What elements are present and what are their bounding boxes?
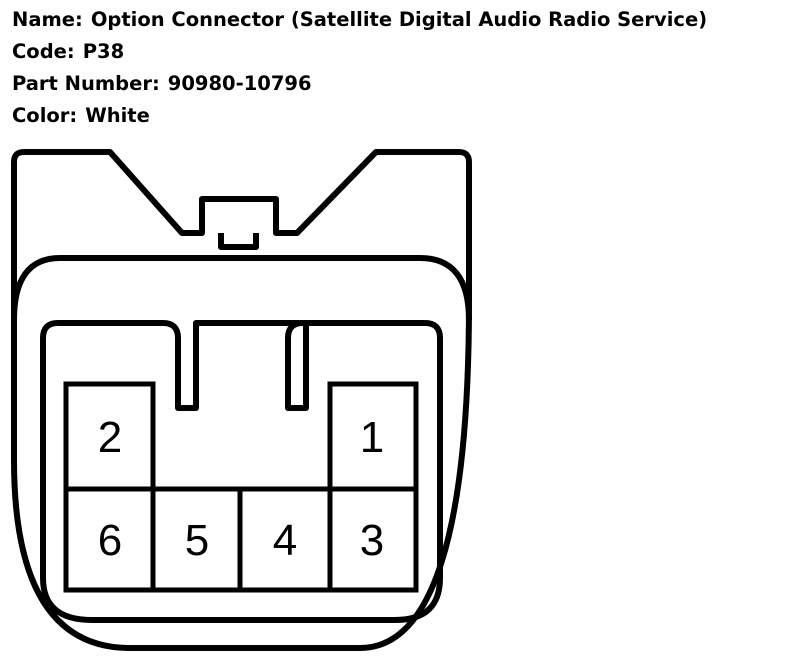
pin-number-5: 5 — [185, 516, 209, 565]
pin-number-3: 3 — [360, 516, 384, 565]
code-label: Code: — [12, 40, 75, 63]
code-line: Code: P38 — [12, 36, 792, 68]
color-value: White — [85, 104, 150, 127]
color-line: Color: White — [12, 100, 792, 132]
part-number-value: 90980-10796 — [167, 72, 312, 95]
inner-cavity-outline — [40, 320, 443, 623]
code-value: P38 — [82, 40, 125, 63]
pin-number-6: 6 — [98, 516, 122, 565]
name-label: Name: — [12, 8, 83, 31]
housing-shoulder — [11, 255, 472, 321]
pin-number-4: 4 — [273, 516, 297, 565]
color-label: Color: — [12, 104, 78, 127]
pin-number-2: 2 — [98, 413, 122, 462]
terminal-grid: 2 1 6 5 4 3 — [63, 381, 419, 593]
part-number-label: Part Number: — [12, 72, 160, 95]
pin-cell-3 — [327, 486, 419, 593]
connector-info: Name: Option Connector (Satellite Digital… — [12, 4, 792, 132]
locking-latch — [218, 233, 259, 250]
pin-number-1: 1 — [360, 413, 384, 462]
part-number-line: Part Number: 90980-10796 — [12, 68, 792, 100]
name-value: Option Connector (Satellite Digital Audi… — [90, 8, 708, 31]
connector-housing-outline — [11, 149, 472, 651]
name-line: Name: Option Connector (Satellite Digital… — [12, 4, 792, 36]
